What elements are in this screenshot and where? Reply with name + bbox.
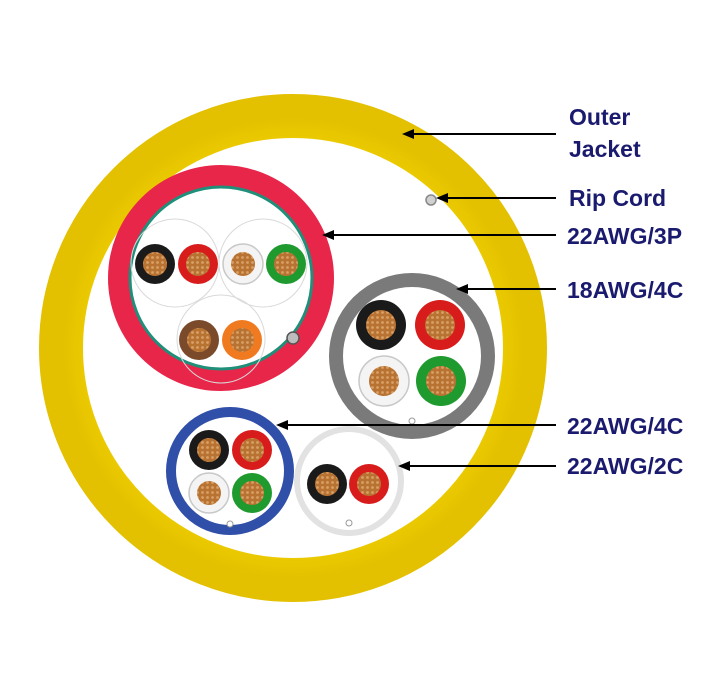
leader-22awg-2c bbox=[398, 461, 556, 471]
conductor-red bbox=[415, 300, 465, 350]
jacket-22awg-4c bbox=[166, 407, 294, 535]
shield-22awg-3p bbox=[108, 165, 334, 391]
pair-outline bbox=[218, 218, 308, 308]
conductor-red bbox=[232, 430, 272, 470]
conductor-red bbox=[349, 464, 389, 504]
conductor-white bbox=[358, 355, 410, 407]
label-outer-jacket-line1: Outer bbox=[569, 104, 630, 130]
drain-wire bbox=[286, 331, 300, 345]
conductor-black bbox=[135, 244, 175, 284]
leader-rip-cord bbox=[436, 193, 556, 203]
rip-cord-small bbox=[226, 520, 234, 528]
conductor-white bbox=[222, 243, 264, 285]
conductor-white bbox=[188, 472, 230, 514]
conductor-green bbox=[232, 473, 272, 513]
rip-cord-small bbox=[345, 519, 353, 527]
pair-outline bbox=[176, 294, 266, 384]
leader-18awg-4c bbox=[456, 284, 556, 294]
conductor-green bbox=[266, 244, 306, 284]
shield-inner-ring bbox=[128, 185, 314, 371]
conductor-black bbox=[189, 430, 229, 470]
label-outer-jacket-line2: Jacket bbox=[569, 136, 641, 162]
conductor-black bbox=[356, 300, 406, 350]
label-rip-cord: Rip Cord bbox=[569, 185, 666, 211]
rip-cord bbox=[425, 194, 437, 206]
group-22awg-4c bbox=[166, 407, 294, 535]
label-22awg-2c: 22AWG/2C bbox=[567, 453, 683, 479]
conductor-red bbox=[178, 244, 218, 284]
rip-cord-small bbox=[408, 417, 416, 425]
conductor-brown bbox=[179, 320, 219, 360]
label-22awg-3p: 22AWG/3P bbox=[567, 223, 682, 249]
conductor-black bbox=[307, 464, 347, 504]
group-18awg-4c bbox=[329, 273, 495, 439]
jacket-18awg-4c bbox=[329, 273, 495, 439]
leader-22awg-3p bbox=[322, 230, 556, 240]
label-18awg-4c: 18AWG/4C bbox=[567, 277, 683, 303]
leader-outer-jacket bbox=[402, 129, 556, 139]
leader-22awg-4c bbox=[276, 420, 556, 430]
conductor-orange bbox=[222, 320, 262, 360]
jacket-22awg-2c bbox=[294, 426, 404, 536]
conductor-green bbox=[416, 356, 466, 406]
group-22awg-2c bbox=[294, 426, 404, 536]
outer-jacket bbox=[39, 94, 547, 602]
label-22awg-4c: 22AWG/4C bbox=[567, 413, 683, 439]
group-22awg-3p bbox=[108, 165, 334, 391]
